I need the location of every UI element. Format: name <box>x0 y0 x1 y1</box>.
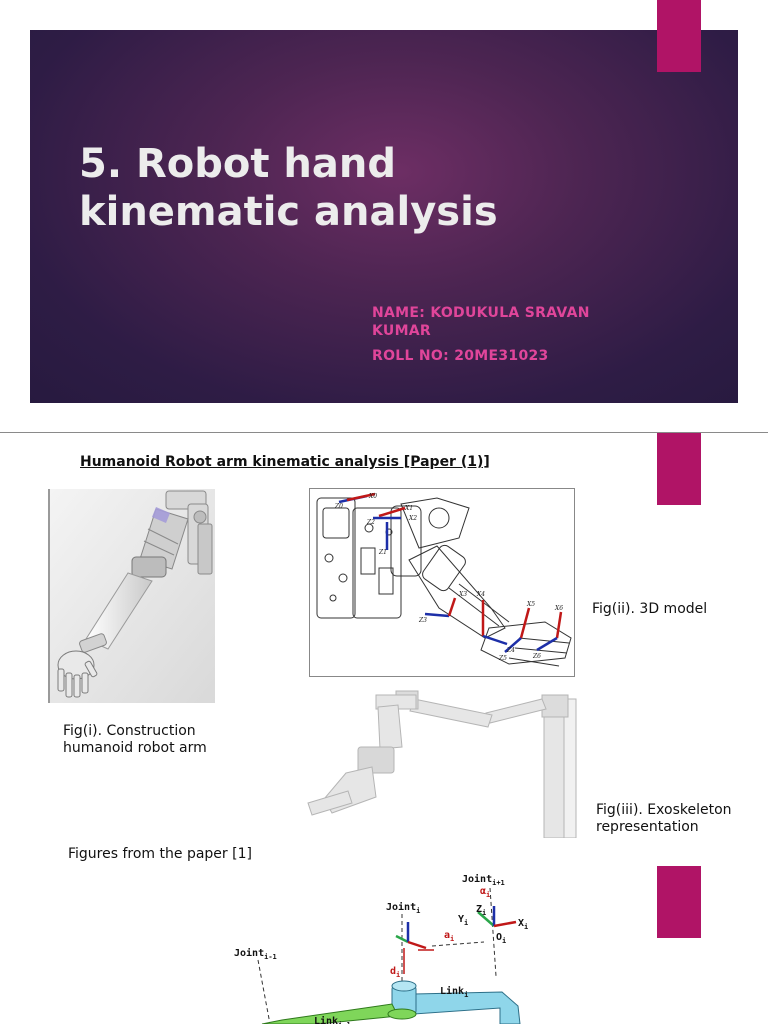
accent-bar <box>657 866 701 938</box>
robot-arm-photo <box>48 489 215 703</box>
source-note: Figures from the paper [1] <box>68 846 252 862</box>
exoskeleton-render <box>306 687 577 838</box>
frame-label: X4 <box>476 591 485 598</box>
y-axis-label: Y <box>458 914 464 925</box>
svg-text:Zi: Zi <box>476 904 486 917</box>
x-axis-label: X <box>518 918 524 929</box>
frame-label: Z1 <box>378 549 387 556</box>
frame-label: Z0 <box>334 503 343 510</box>
frame-label: X1 <box>404 505 413 512</box>
a-sub: i <box>450 935 454 943</box>
svg-text:Jointi: Jointi <box>386 901 420 915</box>
alpha-label: α <box>480 886 486 897</box>
link-prev-label: Link <box>314 1015 338 1024</box>
frame-label: X5 <box>526 601 535 608</box>
joint-sub: i <box>416 907 420 915</box>
svg-text:αi: αi <box>480 886 490 899</box>
svg-text:Oi: Oi <box>496 932 506 945</box>
origin-label: O <box>496 932 502 943</box>
accent-bar <box>657 0 701 72</box>
svg-text:Yi: Yi <box>458 914 468 927</box>
frame-label: Z2 <box>366 519 375 526</box>
a-label: a <box>444 930 450 941</box>
svg-text:Linki-1: Linki-1 <box>314 1015 351 1024</box>
frame-label: Z5 <box>498 655 507 662</box>
svg-text:Jointi-1: Jointi-1 <box>234 947 277 961</box>
svg-text:di: di <box>390 966 400 979</box>
fig1-caption: Fig(i). Construction humanoid robot arm <box>63 723 207 756</box>
link-sub: i <box>464 991 468 999</box>
d-sub: i <box>396 971 400 979</box>
frame-label: Z3 <box>418 617 427 624</box>
fig3-caption: Fig(iii). Exoskeleton representation <box>596 802 732 835</box>
link-label: Link <box>440 985 464 997</box>
frame-label: X0 <box>368 493 377 500</box>
x-sub: i <box>524 923 528 931</box>
author-block: NAME: KODUKULA SRAVAN KUMAR ROLL NO: 20M… <box>372 304 632 365</box>
title-slide <box>30 30 738 403</box>
author-name: NAME: KODUKULA SRAVAN KUMAR <box>372 305 590 339</box>
accent-bar <box>657 433 701 505</box>
frame-label: X2 <box>408 515 417 522</box>
joint-next-label: Joint <box>462 873 492 885</box>
d-label: d <box>390 966 396 977</box>
z-sub: i <box>482 909 486 917</box>
dh-diagram: Jointi-1 Jointi Jointi+1 Linki Linki-1 Y… <box>222 866 540 1024</box>
frame-label: X6 <box>554 605 563 612</box>
svg-text:Linki: Linki <box>440 985 468 999</box>
svg-text:Jointi+1: Jointi+1 <box>462 873 505 887</box>
slide-heading: Humanoid Robot arm kinematic analysis [P… <box>80 454 490 470</box>
slide-title: 5. Robot hand kinematic analysis <box>79 141 498 235</box>
joint-prev-label: Joint <box>234 947 264 959</box>
svg-text:ai: ai <box>444 930 454 943</box>
joint-next-sub: i+1 <box>492 879 505 887</box>
alpha-sub: i <box>486 891 490 899</box>
y-sub: i <box>464 919 468 927</box>
joint-label: Joint <box>386 901 416 913</box>
robot-3d-model: X0 Z0 X1 Z1 X2 Z2 X3 Z3 X4 Z4 X5 Z5 X6 Z… <box>309 488 575 677</box>
joint-prev-sub: i-1 <box>264 953 277 961</box>
frame-label: Z6 <box>532 653 541 660</box>
roll-number: ROLL NO: 20ME31023 <box>372 348 549 364</box>
origin-sub: i <box>502 937 506 945</box>
link-prev-sub: i-1 <box>338 1021 351 1024</box>
slide-divider <box>0 432 768 433</box>
svg-text:Xi: Xi <box>518 918 528 931</box>
frame-label: Z4 <box>506 647 515 654</box>
z-axis-label: Z <box>476 904 482 915</box>
fig2-caption: Fig(ii). 3D model <box>592 601 708 617</box>
frame-label: X3 <box>458 591 467 598</box>
